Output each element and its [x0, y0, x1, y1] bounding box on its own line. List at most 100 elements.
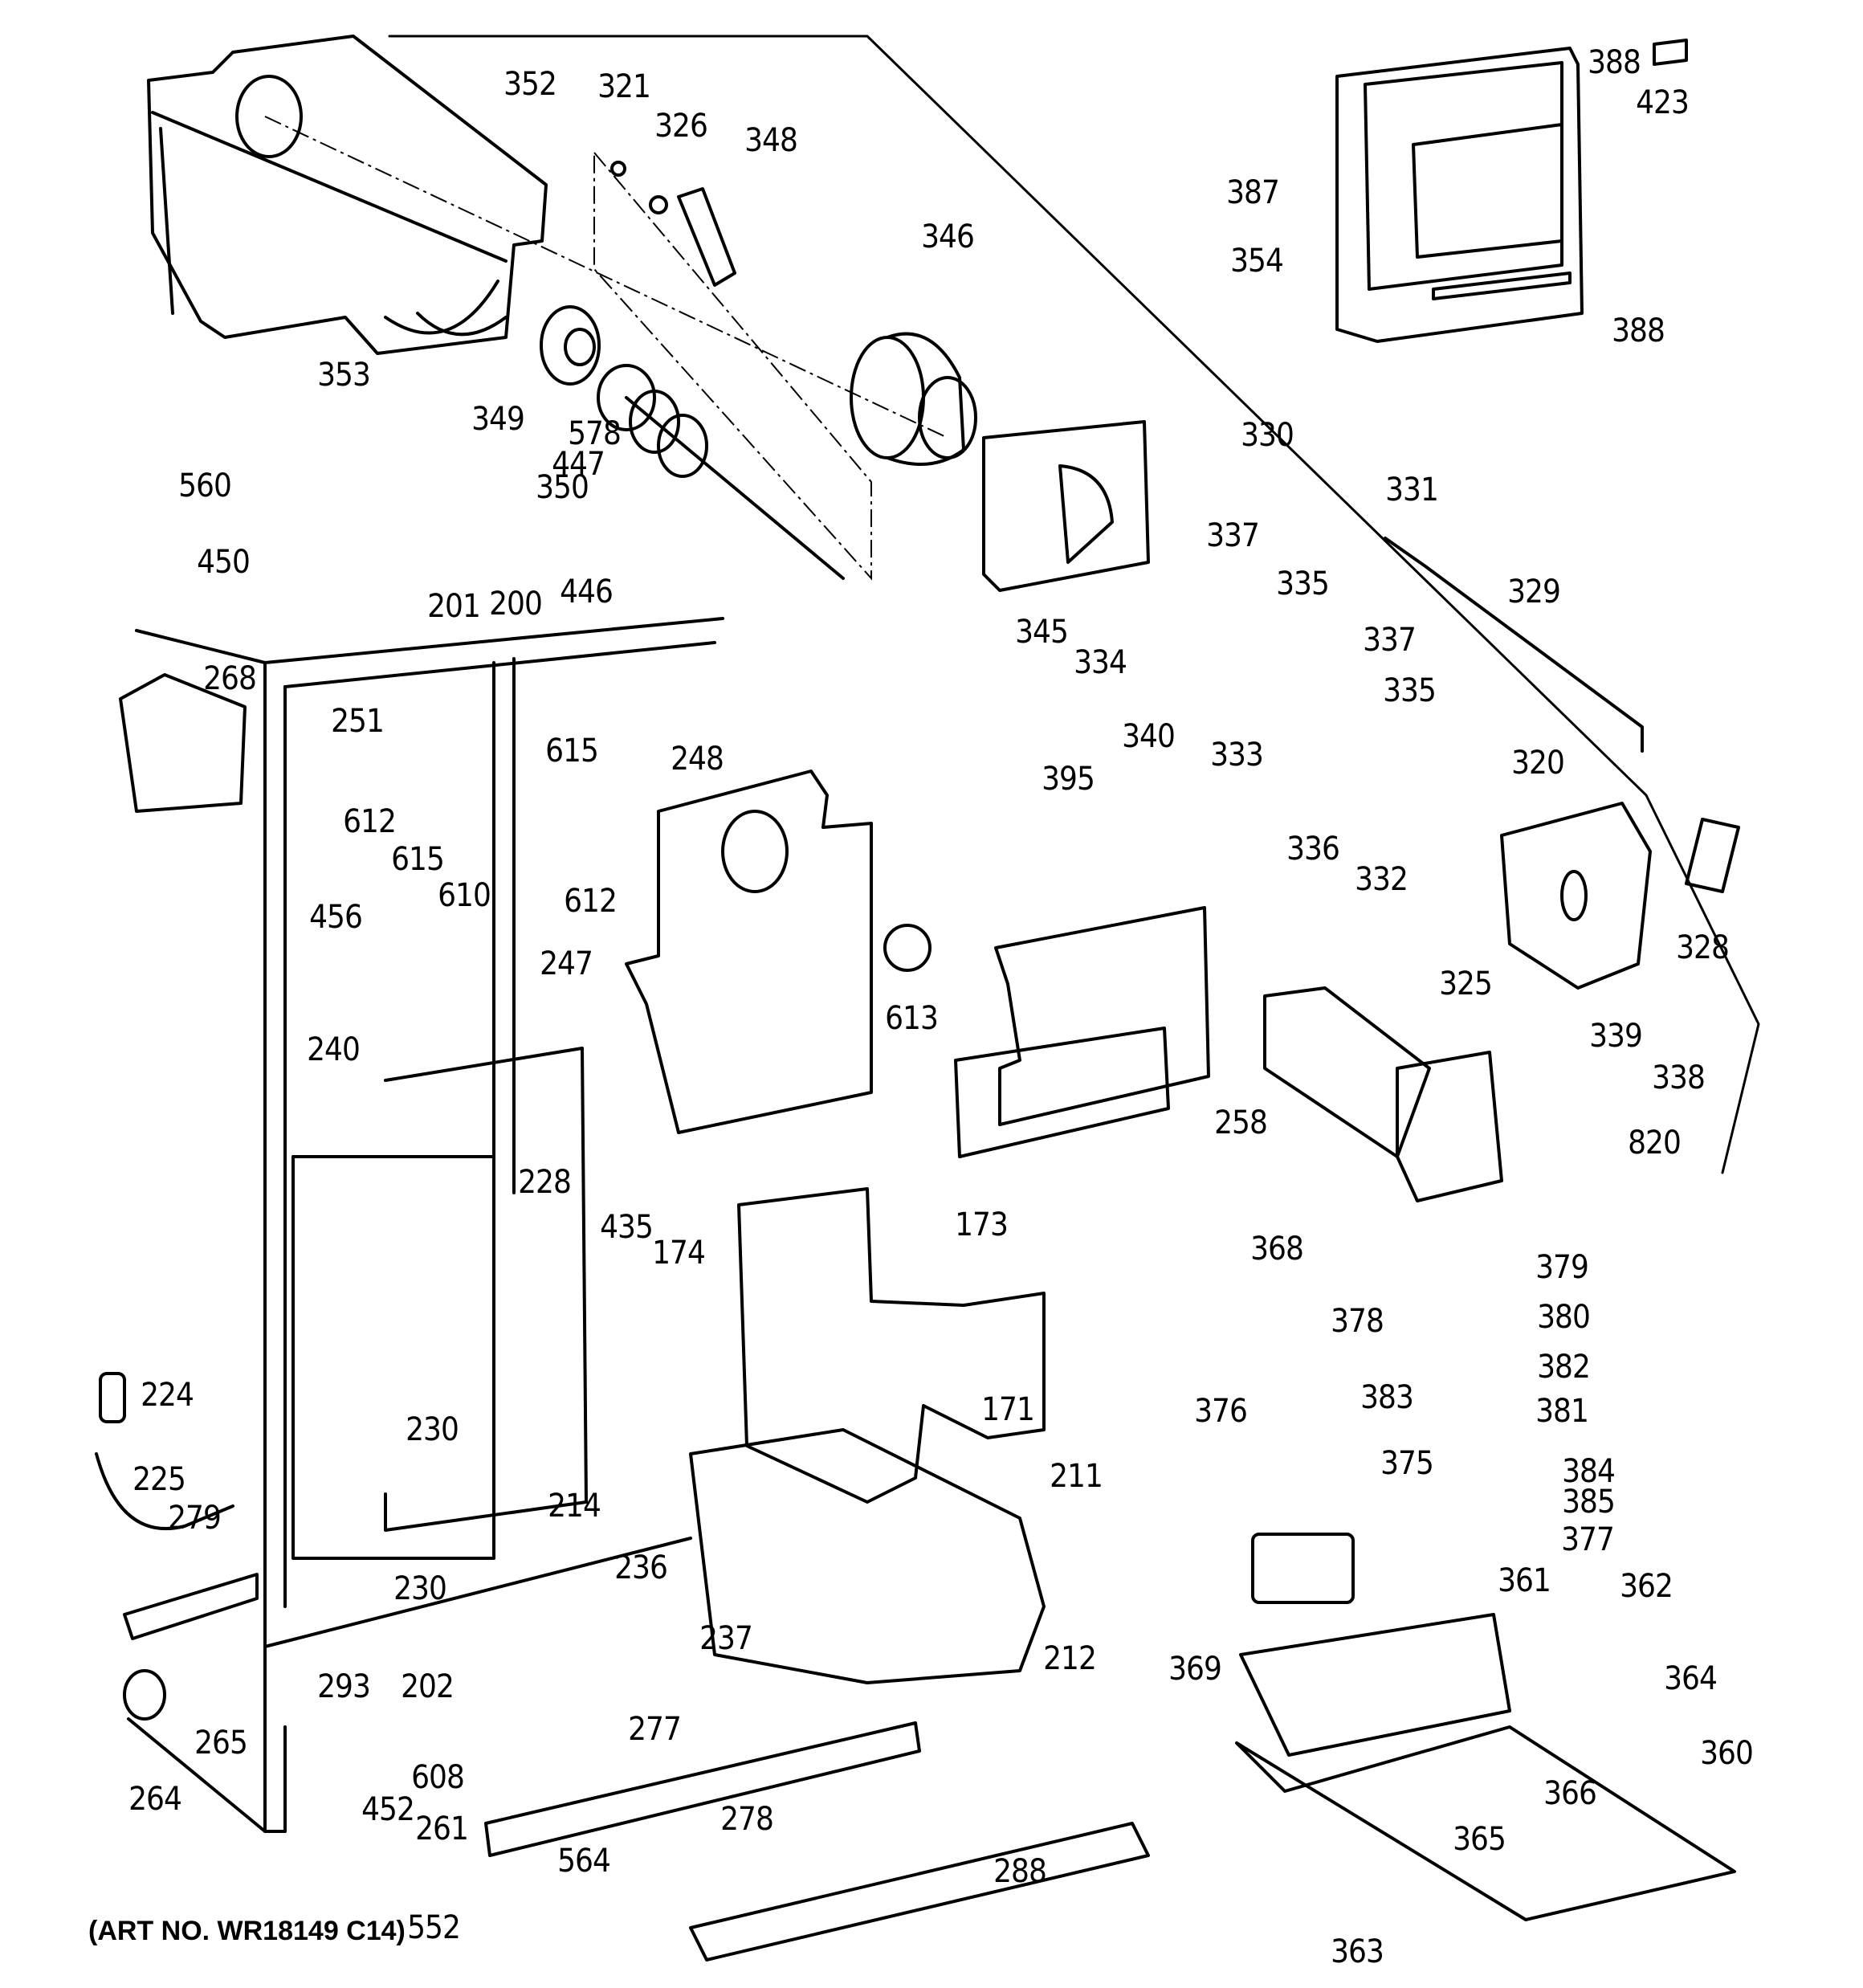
part-label-376: 376 [1194, 1393, 1248, 1430]
part-label-435: 435 [600, 1209, 654, 1246]
part-label-447: 447 [552, 446, 605, 483]
bearing-part [540, 305, 601, 386]
part-label-279: 279 [168, 1500, 222, 1537]
part-label-379: 379 [1535, 1249, 1589, 1286]
part-label-388: 388 [1588, 44, 1641, 81]
support-rail-part [484, 1721, 921, 1857]
part-label-171: 171 [981, 1391, 1035, 1428]
part-label-264: 264 [128, 1781, 182, 1818]
part-label-236: 236 [614, 1549, 668, 1586]
part-label-248: 248 [671, 741, 724, 778]
part-label-375: 375 [1380, 1445, 1434, 1482]
part-label-350: 350 [536, 469, 589, 506]
dispenser-base-part [1239, 1613, 1511, 1757]
part-label-340: 340 [1122, 718, 1176, 755]
auger-motor-housing-part [1500, 802, 1652, 990]
part-label-613: 613 [885, 1000, 939, 1037]
evaporator-cover-part [384, 1047, 588, 1532]
part-label-247: 247 [540, 945, 593, 982]
part-label-345: 345 [1015, 614, 1069, 651]
part-label-330: 330 [1241, 417, 1294, 454]
part-label-328: 328 [1676, 929, 1730, 966]
part-label-320: 320 [1511, 745, 1565, 782]
cover-panel-part [994, 906, 1210, 1126]
part-label-339: 339 [1589, 1018, 1643, 1055]
part-label-564: 564 [557, 1843, 611, 1880]
part-label-362: 362 [1620, 1568, 1673, 1605]
drain-spring-part [99, 1372, 126, 1423]
auger-dashed-guide [264, 116, 948, 581]
part-label-333: 333 [1210, 737, 1264, 774]
dispenser-motor-part [1251, 1533, 1355, 1604]
part-label-388: 388 [1612, 312, 1665, 349]
part-label-337: 337 [1206, 517, 1260, 554]
fan-blade-part [883, 924, 932, 972]
part-label-612: 612 [343, 803, 397, 840]
part-label-293: 293 [317, 1668, 371, 1705]
part-label-230: 230 [406, 1411, 459, 1448]
part-label-384: 384 [1562, 1453, 1616, 1490]
part-label-395: 395 [1042, 761, 1095, 798]
part-label-336: 336 [1286, 831, 1340, 867]
art-number: (ART NO. WR18149 C14) [88, 1916, 406, 1946]
drum-part [850, 332, 977, 466]
part-label-268: 268 [203, 660, 257, 697]
part-label-353: 353 [317, 357, 371, 394]
part-label-352: 352 [503, 66, 557, 103]
part-label-237: 237 [699, 1620, 753, 1657]
part-label-615: 615 [391, 841, 445, 878]
part-label-214: 214 [548, 1488, 601, 1525]
drain-tube-part [95, 1452, 234, 1531]
part-label-348: 348 [744, 122, 798, 159]
part-label-228: 228 [518, 1164, 572, 1201]
part-label-212: 212 [1043, 1640, 1097, 1677]
part-label-321: 321 [597, 68, 651, 105]
part-label-385: 385 [1562, 1484, 1616, 1521]
drip-tray-part [1235, 1725, 1736, 1921]
actuator-rod-part [1384, 537, 1644, 753]
part-label-364: 364 [1664, 1660, 1718, 1697]
part-label-329: 329 [1507, 574, 1561, 610]
part-label-173: 173 [955, 1206, 1009, 1243]
auger-part [597, 364, 845, 580]
assembly-boundary-line [388, 35, 1760, 1174]
part-label-332: 332 [1355, 861, 1408, 898]
part-label-456: 456 [309, 899, 363, 936]
part-label-380: 380 [1537, 1299, 1591, 1336]
part-label-552: 552 [407, 1909, 461, 1946]
part-label-277: 277 [628, 1711, 682, 1748]
washer-part [649, 195, 668, 214]
part-label-452: 452 [361, 1791, 415, 1828]
part-label-378: 378 [1331, 1303, 1384, 1340]
part-label-224: 224 [141, 1377, 194, 1414]
freezer-cabinet-part [127, 617, 724, 1833]
mounting-plate-part [982, 420, 1150, 592]
part-label-325: 325 [1439, 965, 1493, 1002]
part-label-610: 610 [438, 877, 491, 914]
part-label-382: 382 [1537, 1349, 1591, 1386]
evaporator-part [291, 1155, 495, 1560]
part-label-560: 560 [178, 467, 232, 504]
part-label-608: 608 [411, 1759, 465, 1796]
ice-bucket-part [147, 35, 548, 355]
part-label-383: 383 [1360, 1379, 1414, 1416]
base-grille-part [689, 1822, 1150, 1961]
part-label-200: 200 [489, 586, 543, 623]
clip-part [610, 161, 626, 177]
part-label-820: 820 [1628, 1125, 1682, 1161]
flap-part [677, 187, 736, 287]
part-label-326: 326 [654, 108, 708, 145]
part-label-446: 446 [560, 574, 614, 610]
bracket-part [1685, 818, 1740, 893]
part-label-349: 349 [471, 401, 525, 438]
part-label-334: 334 [1074, 644, 1127, 681]
part-label-230: 230 [393, 1570, 447, 1607]
part-label-201: 201 [427, 588, 481, 625]
part-label-258: 258 [1214, 1104, 1268, 1141]
part-label-225: 225 [132, 1461, 186, 1498]
part-label-366: 366 [1543, 1775, 1597, 1812]
part-label-288: 288 [993, 1853, 1047, 1890]
part-label-363: 363 [1331, 1933, 1384, 1970]
part-label-335: 335 [1383, 672, 1437, 709]
part-label-338: 338 [1652, 1059, 1706, 1096]
